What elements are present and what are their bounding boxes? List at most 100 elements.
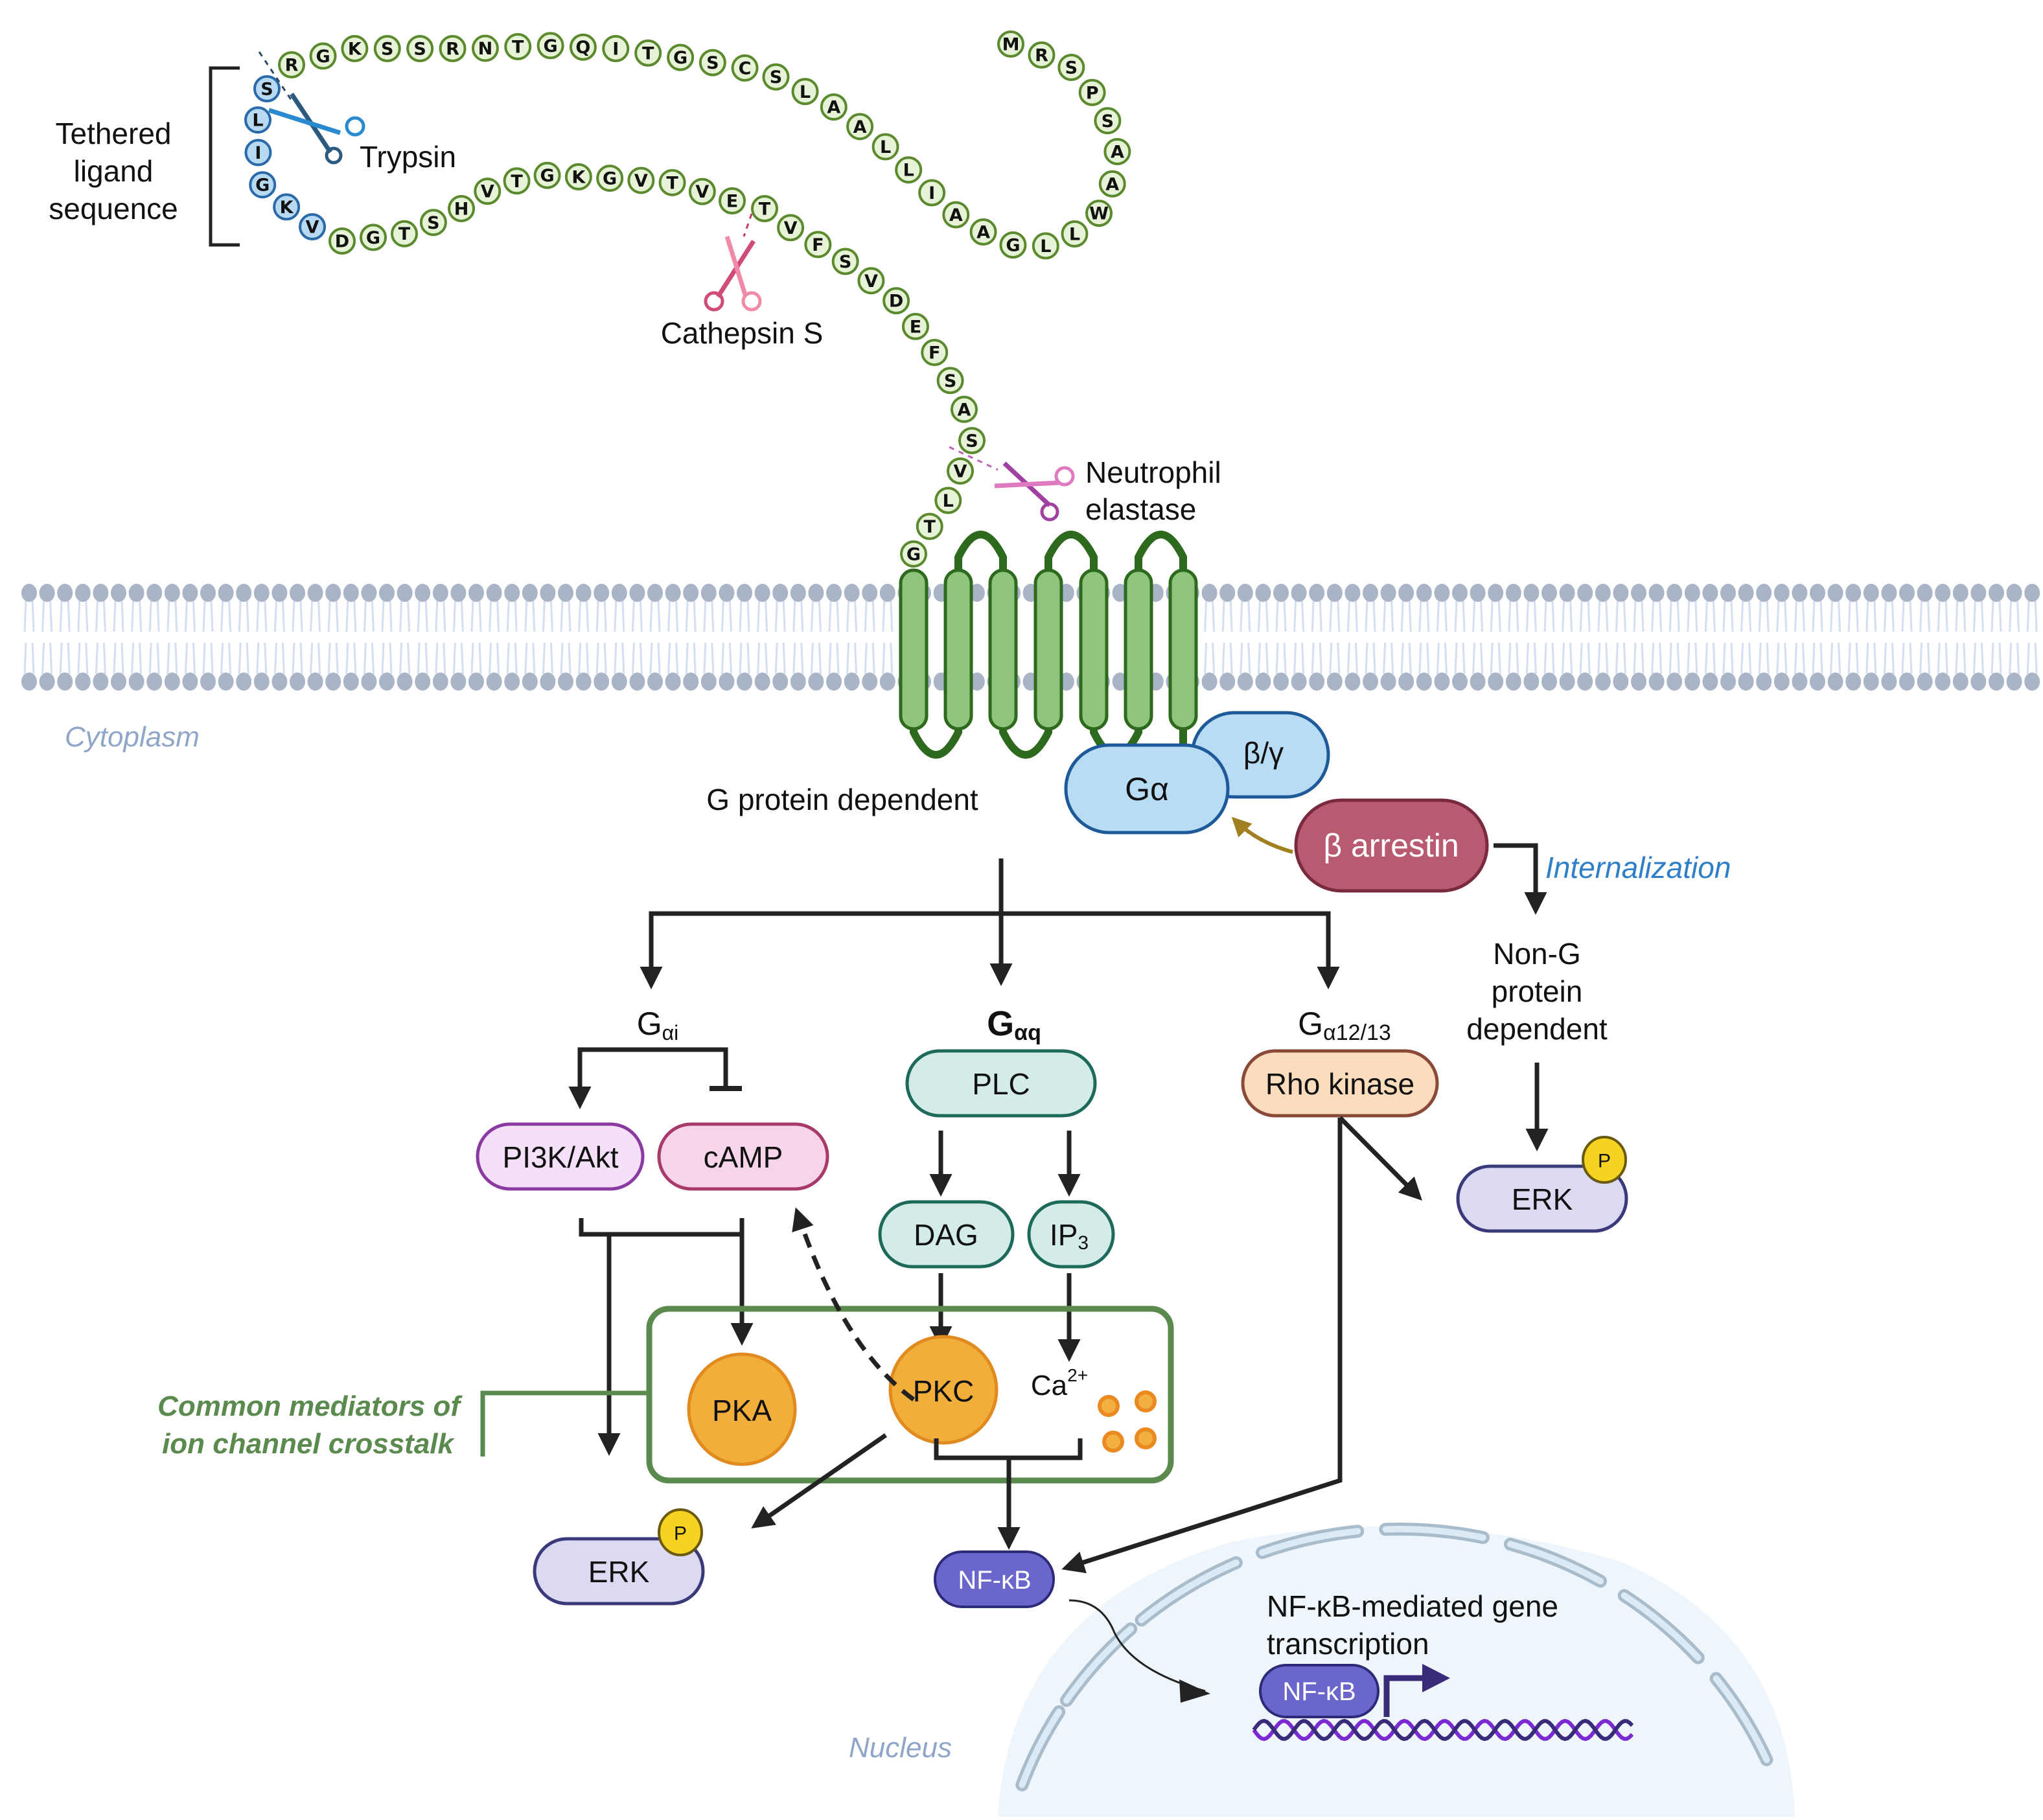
- lipid-tail: [1937, 600, 1941, 632]
- lipid-tail: [621, 600, 625, 632]
- lipid-tail: [1319, 600, 1322, 632]
- lipid-tail: [1275, 642, 1279, 674]
- nfkb-nucleus-node: [1259, 1664, 1379, 1718]
- lipid-tail: [131, 642, 135, 674]
- amino-acid-residue: S: [253, 75, 281, 102]
- lipid-head: [1577, 584, 1593, 602]
- lipid-tail: [685, 600, 689, 632]
- lipid-tail: [1587, 600, 1591, 632]
- lipid-tail: [1694, 642, 1698, 674]
- lipid-tail: [210, 600, 214, 632]
- lipid-head: [1773, 584, 1790, 602]
- lipid-tail: [443, 642, 446, 674]
- svg-text:L: L: [943, 491, 954, 511]
- lipid-tail: [1748, 600, 1752, 632]
- lipid-tail: [23, 600, 27, 632]
- svg-text:A: A: [957, 400, 971, 420]
- lipid-head: [1219, 673, 1236, 691]
- lipid-head: [1684, 673, 1700, 691]
- lipid-tail: [871, 642, 875, 674]
- phospho-right-label: P: [1598, 1151, 1611, 1172]
- lipid-tail: [1722, 600, 1726, 632]
- lipid-tail: [424, 642, 428, 674]
- lipid-tail: [1597, 642, 1601, 674]
- lipid-tail: [220, 600, 224, 632]
- lipid-tail: [1391, 642, 1394, 674]
- lipid-head: [1398, 673, 1414, 691]
- rho-kinase-label: Rho kinase: [1265, 1067, 1414, 1101]
- amino-acid-residue: K: [273, 193, 301, 221]
- amino-acid-residue: K: [341, 35, 369, 62]
- neutrophil-elastase-scissors-icon: [949, 446, 1075, 522]
- lipid-tail: [238, 600, 242, 632]
- lipid-head: [737, 673, 752, 691]
- lipid-tail: [1838, 600, 1841, 632]
- lipid-head: [2024, 584, 2040, 602]
- lipid-tail: [864, 600, 868, 632]
- svg-text:W: W: [1089, 204, 1109, 224]
- lipid-head: [808, 584, 824, 602]
- lipid-tail: [1311, 600, 1315, 632]
- lipid-tail: [1454, 642, 1458, 674]
- lipid-tail: [1346, 642, 1350, 674]
- amino-acid-residue: V: [857, 267, 885, 295]
- svg-text:G: G: [1006, 236, 1020, 256]
- lipid-tail: [506, 600, 510, 632]
- lipid-head: [879, 673, 895, 691]
- g-protein-dependent-label: G protein dependent: [706, 783, 978, 816]
- lipid-tail: [184, 600, 188, 632]
- lipid-tail: [95, 600, 98, 632]
- amino-acid-residue: S: [762, 63, 790, 91]
- non-g-label-line3: dependent: [1466, 1012, 1608, 1046]
- lipid-tail: [818, 600, 822, 632]
- amino-acid-residue: G: [537, 32, 564, 60]
- lipid-tail: [417, 642, 421, 674]
- lipid-tail: [818, 642, 822, 674]
- lipid-head: [1219, 584, 1236, 602]
- lipid-tail: [1740, 600, 1744, 632]
- svg-text:A: A: [1111, 142, 1124, 162]
- lipid-head: [1488, 584, 1504, 602]
- lipid-tail: [496, 642, 500, 674]
- lipid-tail: [478, 642, 482, 674]
- lipid-tail: [424, 600, 428, 632]
- g-alpha-12-13-label: Gα12/13: [1298, 1006, 1391, 1045]
- lipid-tail: [1346, 600, 1350, 632]
- lipid-head: [504, 584, 520, 602]
- lipid-tail: [693, 600, 697, 632]
- lipid-tail: [1605, 600, 1609, 632]
- svg-text:G: G: [673, 48, 687, 68]
- nuclear-envelope: [1015, 1523, 1773, 1791]
- svg-text:Q: Q: [575, 38, 590, 58]
- lipid-tail: [299, 642, 303, 674]
- lipid-head: [1345, 673, 1361, 691]
- amino-acid-residue: H: [448, 194, 476, 222]
- lipid-tail: [1426, 600, 1430, 632]
- lipid-head: [1917, 584, 1933, 602]
- lipid-tail: [1265, 642, 1269, 674]
- lipid-tail: [273, 642, 277, 674]
- svg-text:V: V: [954, 462, 967, 482]
- lipid-tail: [639, 600, 643, 632]
- amino-acid-residue: L: [1061, 220, 1089, 248]
- lipid-head: [611, 584, 627, 602]
- amino-acid-residue: A: [942, 201, 970, 229]
- lipid-tail: [1579, 600, 1583, 632]
- svg-text:S: S: [706, 53, 719, 73]
- svg-text:L: L: [1040, 236, 1051, 257]
- lipid-tail: [1480, 600, 1484, 632]
- amino-acid-residue: G: [309, 42, 337, 70]
- amino-acid-residue: G: [900, 540, 927, 568]
- lipid-head: [1345, 584, 1361, 602]
- lipid-tail: [1533, 642, 1537, 674]
- lipid-head: [290, 673, 305, 691]
- n-terminal-peptide: MRSPSAAWLLGAAILLAALSCSGTIQGTNRSSKGRSLIGK…: [244, 30, 1131, 568]
- lipid-tail: [156, 642, 160, 674]
- transmembrane-helix: [1079, 568, 1109, 731]
- lipid-tail: [703, 600, 707, 632]
- amino-acid-residue: T: [916, 513, 943, 540]
- lipid-tail: [728, 642, 732, 674]
- lipid-tail: [345, 600, 349, 632]
- plc-label: PLC: [972, 1067, 1030, 1101]
- lipid-tail: [1391, 600, 1394, 632]
